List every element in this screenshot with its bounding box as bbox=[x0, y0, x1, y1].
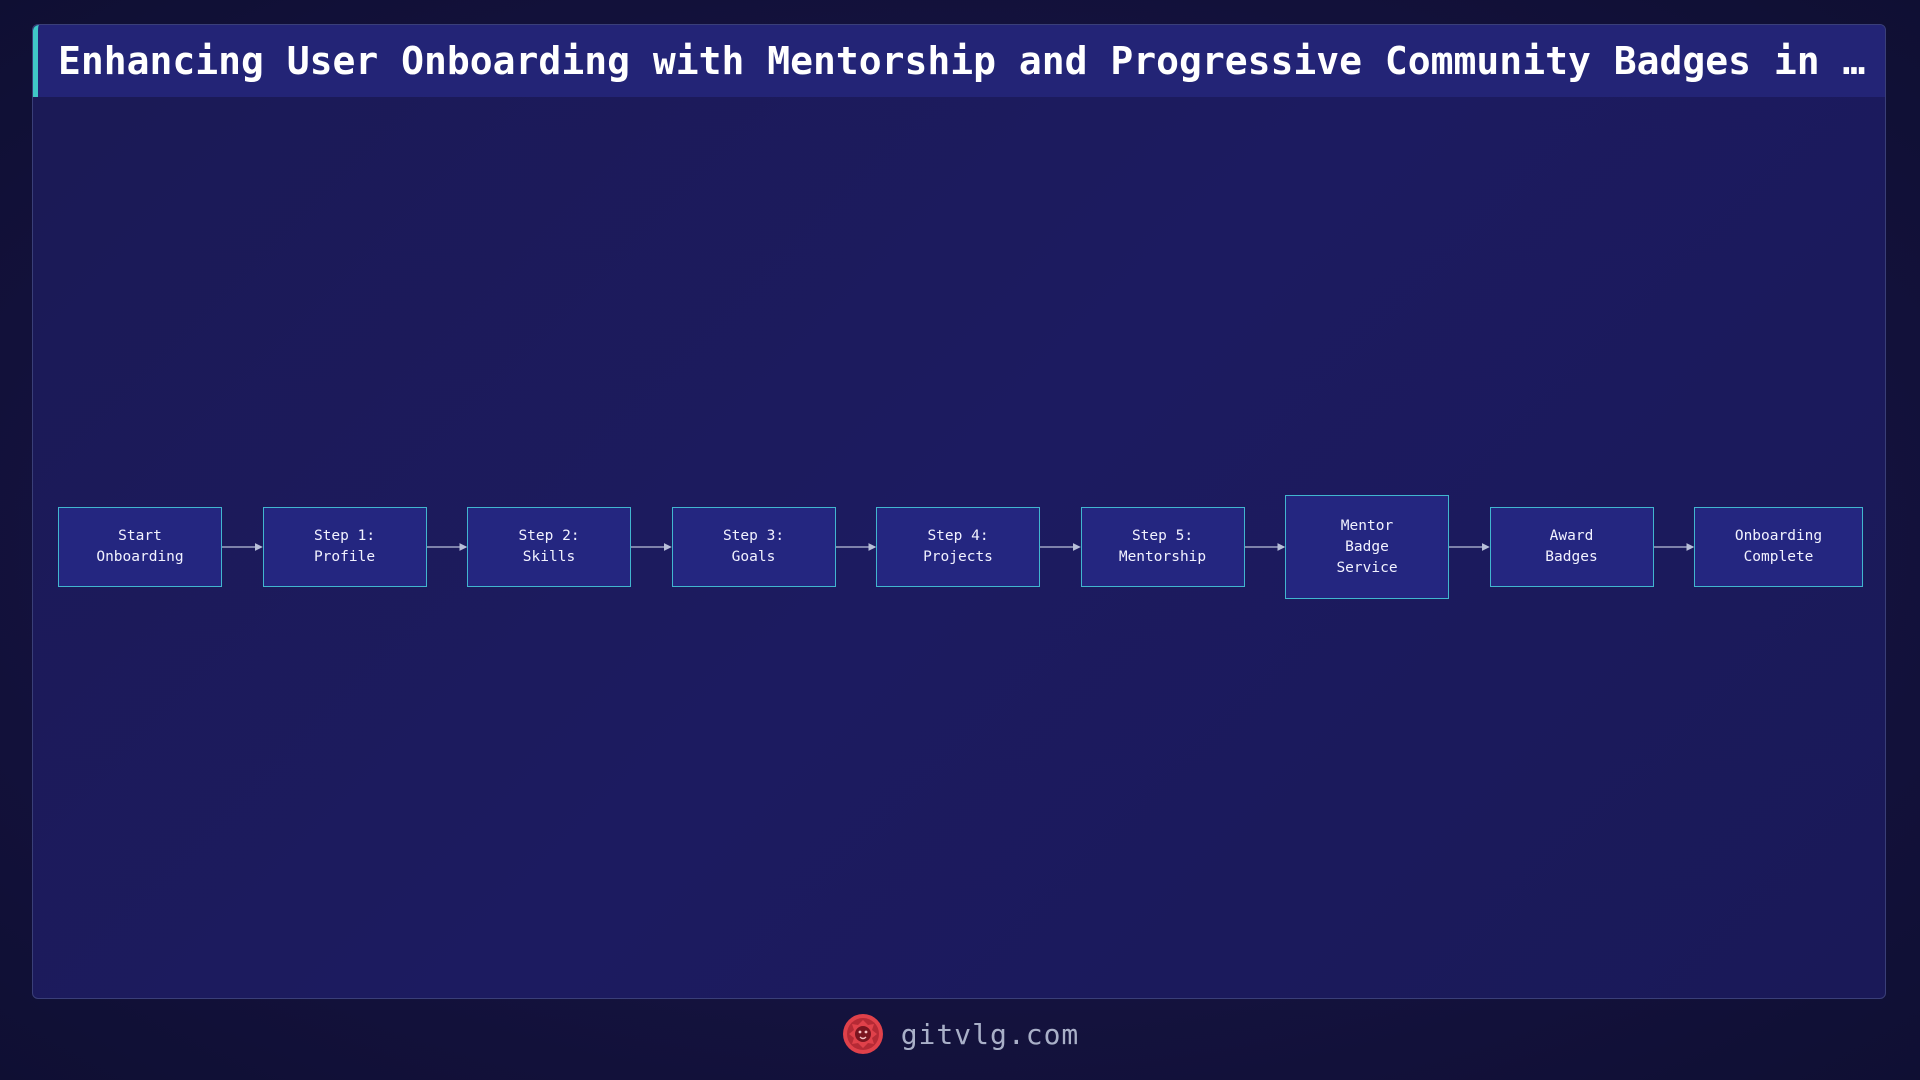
node-start: Start Onboarding bbox=[58, 507, 222, 587]
footer: gitvlg.com bbox=[0, 1008, 1920, 1060]
node-award-badges: Award Badges bbox=[1489, 507, 1654, 587]
node-mentor-badge-service: Mentor Badge Service bbox=[1285, 495, 1449, 599]
lion-head-icon bbox=[842, 1014, 883, 1054]
edge-layer bbox=[222, 543, 1695, 551]
node-projects: Step 4: Projects bbox=[876, 507, 1040, 587]
node-profile: Step 1: Profile bbox=[262, 507, 427, 587]
node-skills: Step 2: Skills bbox=[467, 507, 631, 587]
diagram-frame: Enhancing User Onboarding with Mentorshi… bbox=[32, 24, 1886, 999]
flow-diagram: Start Onboarding Step 1: Profile Step 2: S… bbox=[33, 25, 1885, 998]
node-goals: Step 3: Goals bbox=[671, 507, 836, 587]
footer-site-link[interactable]: gitvlg.com bbox=[900, 1017, 1080, 1051]
node-complete: Onboarding Complete bbox=[1694, 507, 1863, 587]
title-bar: Enhancing User Onboarding with Mentorshi… bbox=[33, 25, 1885, 97]
node-mentorship: Step 5: Mentorship bbox=[1080, 507, 1245, 587]
